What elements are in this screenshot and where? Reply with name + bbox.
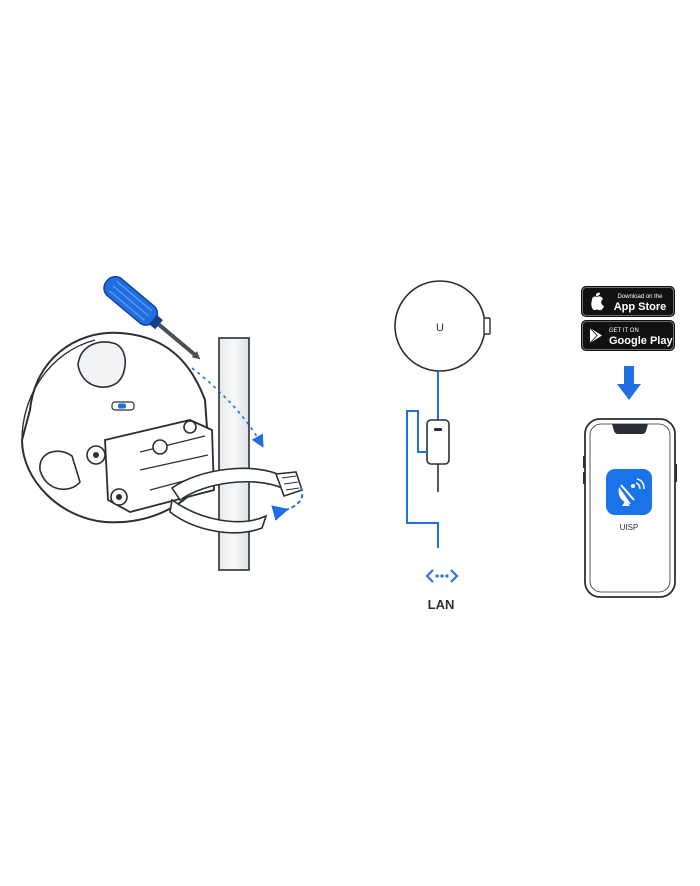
dish-rim (21, 339, 96, 441)
app-store-small: Download on the (617, 294, 663, 300)
tighten-arrow-icon (271, 485, 304, 521)
bolt (152, 439, 168, 455)
connection-diagram: U LAN (394, 280, 491, 612)
screwdriver (103, 275, 201, 360)
google-play-small: GET IT ON (609, 328, 639, 334)
device-logo: U (436, 322, 444, 334)
guide-dotted-line (191, 367, 264, 448)
device-port (483, 317, 491, 335)
app-label: UISP (620, 523, 639, 532)
ethernet-arrows-icon (425, 569, 459, 583)
app-section: Download on the App Store GET IT ON Goog… (581, 286, 677, 598)
app-store-badge[interactable]: Download on the App Store (581, 286, 675, 317)
google-play-large: Google Play (609, 335, 673, 347)
ethernet-cable-lan (406, 410, 439, 548)
dish-top-bump (77, 341, 127, 388)
apple-icon (591, 292, 604, 311)
phone-notch (612, 424, 648, 434)
poe-adapter (426, 419, 450, 465)
google-play-badge[interactable]: GET IT ON Google Play (581, 320, 675, 351)
play-triangle-icon (589, 327, 602, 344)
smartphone: UISP (583, 418, 677, 598)
app-store-large: App Store (614, 301, 667, 313)
adjust-arm (39, 450, 81, 491)
bolt (183, 420, 197, 434)
uisp-app-icon[interactable] (606, 469, 652, 515)
pole (218, 337, 250, 571)
lan-label: LAN (428, 597, 455, 612)
mounting-illustration (20, 275, 304, 571)
satellite-dish-icon (618, 478, 645, 506)
download-arrow-icon (617, 366, 641, 400)
clamp-screw (274, 471, 304, 498)
